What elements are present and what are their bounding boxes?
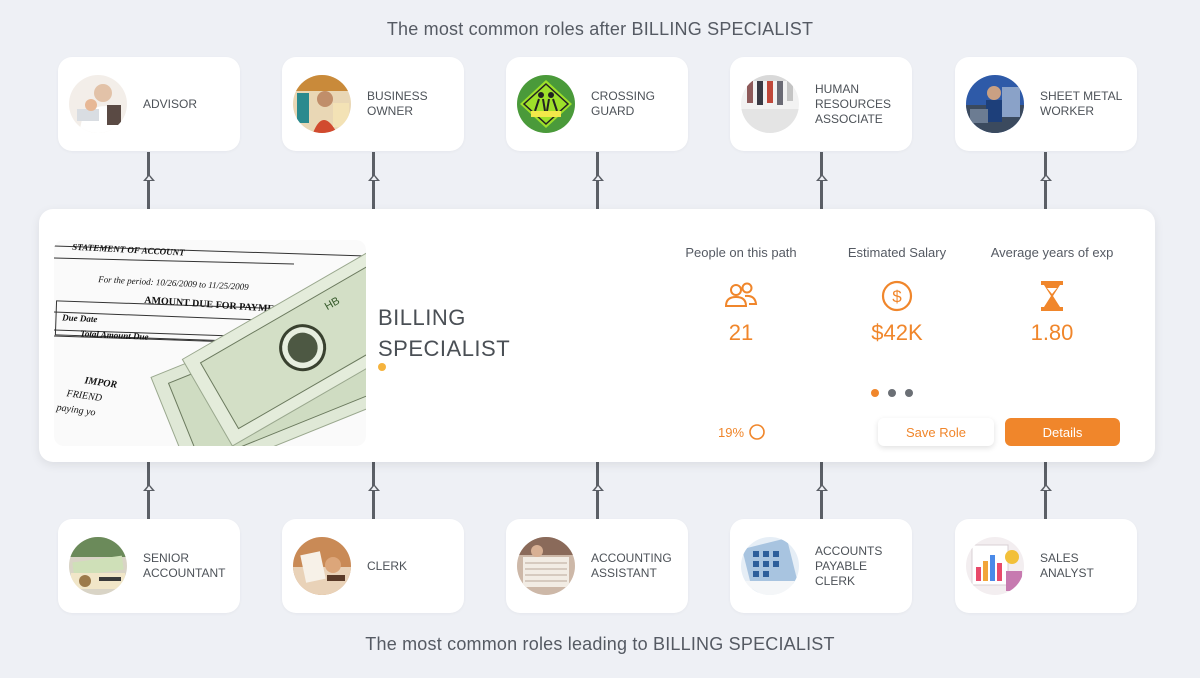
status-dot xyxy=(378,363,386,371)
senior-accountant-photo xyxy=(69,537,127,595)
role-card-accounting-assistant[interactable]: ACCOUNTING ASSISTANT xyxy=(506,519,688,613)
role-label: ADVISOR xyxy=(143,96,198,111)
sheet-metal-worker-photo xyxy=(966,75,1024,133)
role-label: SHEET METAL WORKER xyxy=(1040,89,1123,118)
hourglass-icon xyxy=(972,280,1132,311)
stat-salary: Estimated Salary $ $42K xyxy=(817,245,977,346)
pager-dot-1[interactable] xyxy=(871,389,879,397)
role-card-advisor[interactable]: ADVISOR xyxy=(58,57,240,151)
stat-value: 1.80 xyxy=(1030,320,1074,345)
clerk-photo xyxy=(293,537,351,595)
arrow-up-icon xyxy=(143,484,155,491)
role-label: ACCOUNTING ASSISTANT xyxy=(591,551,672,580)
sales-analyst-photo xyxy=(966,537,1024,595)
svg-text:FRIEND: FRIEND xyxy=(65,388,103,404)
stat-label: People on this path xyxy=(685,245,797,260)
advisor-photo xyxy=(69,75,127,133)
save-role-button[interactable]: Save Role xyxy=(878,418,994,446)
stat-label: Estimated Salary xyxy=(847,245,947,260)
arrow-up-icon xyxy=(592,174,604,181)
previous-roles-heading: The most common roles leading to BILLING… xyxy=(365,634,835,654)
role-card-clerk[interactable]: CLERK xyxy=(282,519,464,613)
arrow-up-icon xyxy=(816,174,828,181)
arrow-up-icon xyxy=(368,174,380,181)
stat-value: $42K xyxy=(871,320,923,345)
accounting-assistant-photo xyxy=(517,537,575,595)
role-card-business-owner[interactable]: BUSINESS OWNER xyxy=(282,57,464,151)
statement-of-account-image: STATEMENT OF ACCOUNT For the period: 10/… xyxy=(54,240,366,446)
people-icon xyxy=(661,280,821,310)
role-label: ACCOUNTS PAYABLE CLERK xyxy=(815,543,883,588)
role-card-crossing-guard[interactable]: CROSSING GUARD xyxy=(506,57,688,151)
arrow-up-icon xyxy=(592,484,604,491)
arrow-up-icon xyxy=(143,174,155,181)
stat-label: Average years of exp xyxy=(990,245,1114,260)
pager-dot-3[interactable] xyxy=(905,389,913,397)
dollar-circle-icon: $ xyxy=(817,280,977,312)
next-roles-heading: The most common roles after BILLING SPEC… xyxy=(386,19,814,39)
details-button[interactable]: Details xyxy=(1005,418,1120,446)
arrow-up-icon xyxy=(368,484,380,491)
stat-experience: Average years of exp 1.80 xyxy=(972,245,1132,346)
stat-people: People on this path 21 xyxy=(661,245,821,346)
svg-text:Total Amount Due: Total Amount Due xyxy=(80,328,149,342)
stat-value: 21 xyxy=(728,320,754,345)
role-card-senior-accountant[interactable]: SENIOR ACCOUNTANT xyxy=(58,519,240,613)
arrow-up-icon xyxy=(816,484,828,491)
svg-text:$: $ xyxy=(892,287,902,306)
match-percent: 19% xyxy=(718,424,745,440)
role-label: HUMAN RESOURCES ASSOCIATE xyxy=(815,81,892,126)
accounts-payable-clerk-photo xyxy=(741,537,799,595)
hr-associate-photo xyxy=(741,75,799,133)
role-label: SALES ANALYST xyxy=(1040,551,1094,580)
role-card-accounts-payable-clerk[interactable]: ACCOUNTS PAYABLE CLERK xyxy=(730,519,912,613)
match-progress: 19% xyxy=(718,423,766,441)
business-owner-photo xyxy=(293,75,351,133)
crossing-guard-photo xyxy=(517,75,575,133)
pager-dot-2[interactable] xyxy=(888,389,896,397)
arrow-up-icon xyxy=(1040,484,1052,491)
stats-pager xyxy=(871,389,913,397)
progress-ring-icon xyxy=(749,424,765,440)
role-card-sheet-metal-worker[interactable]: SHEET METAL WORKER xyxy=(955,57,1137,151)
svg-text:IMPOR: IMPOR xyxy=(83,375,118,391)
role-label: SENIOR ACCOUNTANT xyxy=(143,551,226,580)
svg-text:Due Date: Due Date xyxy=(61,312,98,324)
arrow-up-icon xyxy=(1040,174,1052,181)
role-label: CLERK xyxy=(367,558,408,573)
role-label: BUSINESS OWNER xyxy=(367,89,428,118)
role-card-human-resources-associate[interactable]: HUMAN RESOURCES ASSOCIATE xyxy=(730,57,912,151)
role-card-sales-analyst[interactable]: SALES ANALYST xyxy=(955,519,1137,613)
role-title: BILLING SPECIALIST xyxy=(378,305,511,361)
current-role-card: STATEMENT OF ACCOUNT For the period: 10/… xyxy=(39,209,1155,462)
role-label: CROSSING GUARD xyxy=(591,89,656,118)
